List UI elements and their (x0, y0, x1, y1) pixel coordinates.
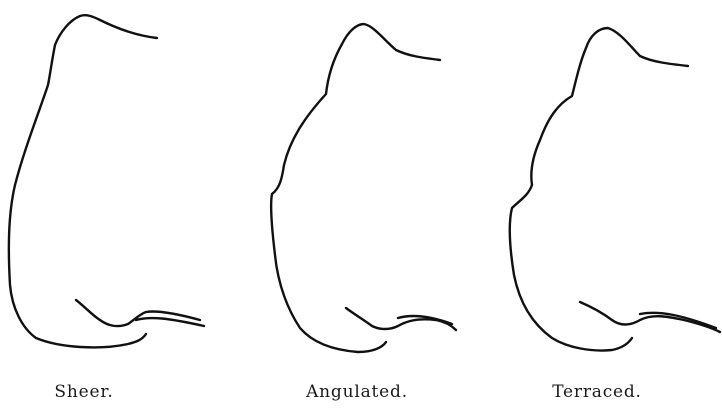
terraced-profile (510, 28, 720, 351)
angulated-profile (271, 24, 456, 352)
terraced-outline (510, 28, 688, 351)
caption-angulated: Angulated. (306, 382, 408, 402)
sheer-profile (9, 15, 204, 347)
sheer-outline (9, 15, 157, 347)
caption-terraced: Terraced. (552, 382, 642, 402)
angulated-outline (271, 24, 440, 352)
caption-sheer: Sheer. (54, 382, 113, 402)
terraced-lower-line (580, 302, 720, 332)
